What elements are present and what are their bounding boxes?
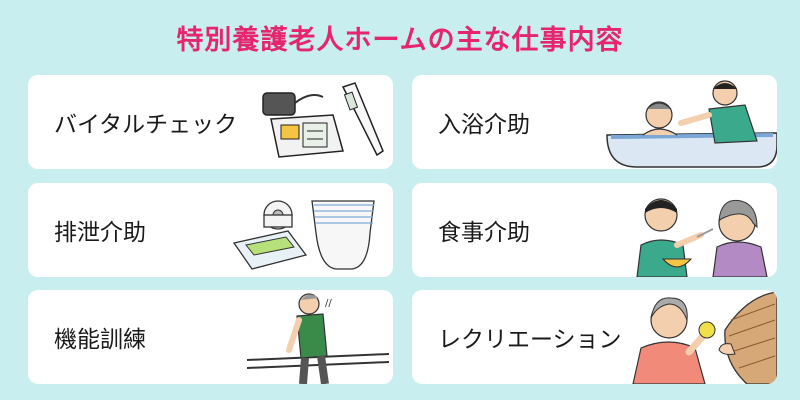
card-label: バイタルチェック xyxy=(54,112,238,138)
blood-pressure-monitor-icon xyxy=(262,82,384,158)
card-label: レクリエーション xyxy=(438,327,622,353)
card-label: 機能訓練 xyxy=(54,327,146,353)
page-title: 特別養護老人ホームの主な仕事内容 xyxy=(176,25,624,56)
card-toileting-assistance: 排泄介助 xyxy=(28,183,393,277)
card-recreation: レクリエーション xyxy=(412,290,777,384)
card-vital-check: バイタルチェック xyxy=(28,75,393,169)
card-bathing-assistance: 入浴介助 xyxy=(412,75,777,169)
diaper-and-wipes-icon xyxy=(232,200,375,270)
bathtub-icon xyxy=(606,80,777,168)
card-meal-assistance: 食事介助 xyxy=(412,183,777,277)
svg-text://: // xyxy=(325,298,332,309)
recreation-ball-game-icon xyxy=(632,291,777,384)
parallel-bars-walking-icon: // xyxy=(246,293,390,384)
card-label: 排泄介助 xyxy=(54,220,146,246)
card-functional-training: 機能訓練 // xyxy=(28,290,393,384)
meal-feeding-icon xyxy=(636,198,768,277)
card-label: 入浴介助 xyxy=(438,112,530,138)
card-label: 食事介助 xyxy=(438,220,530,246)
